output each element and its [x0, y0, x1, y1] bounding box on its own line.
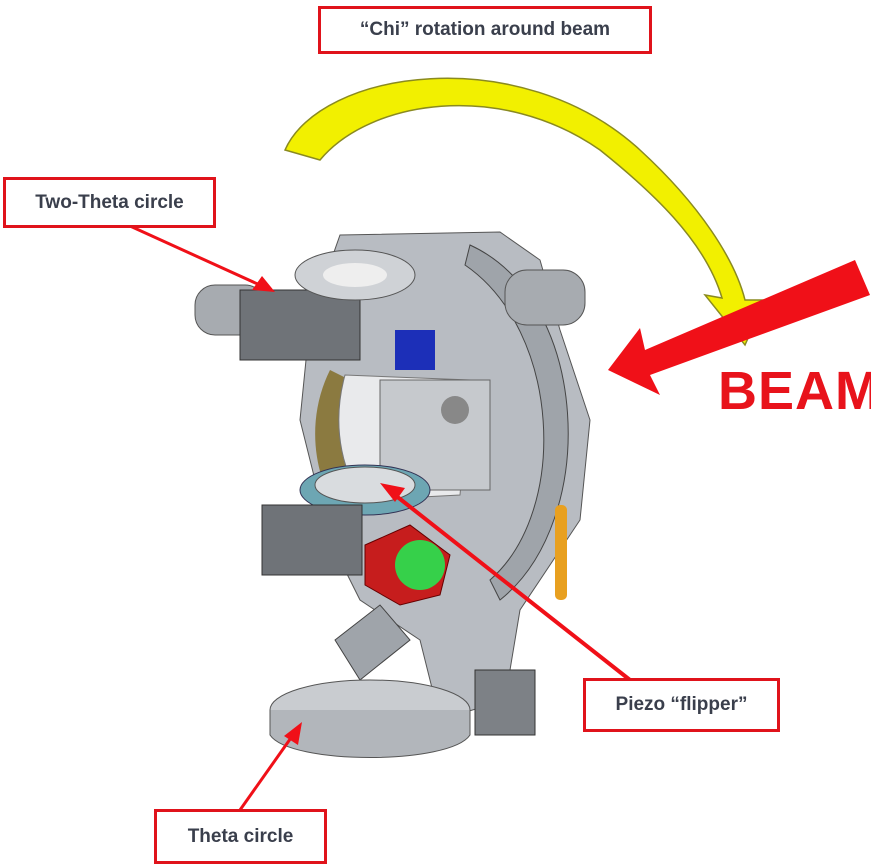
- diffractometer-illustration: [194, 231, 591, 758]
- theta-pointer-arrow: [238, 722, 302, 811]
- beam-arrow: [608, 260, 870, 395]
- two-theta-circle-label: Two-Theta circle: [3, 177, 216, 228]
- piezo-pointer-arrow: [380, 483, 632, 682]
- theta-circle-label: Theta circle: [154, 809, 327, 864]
- beam-label: BEAM: [718, 361, 871, 421]
- two-theta-pointer-arrow: [129, 224, 275, 292]
- piezo-flipper-label: Piezo “flipper”: [583, 678, 780, 732]
- chi-rotation-label: “Chi” rotation around beam: [318, 6, 652, 54]
